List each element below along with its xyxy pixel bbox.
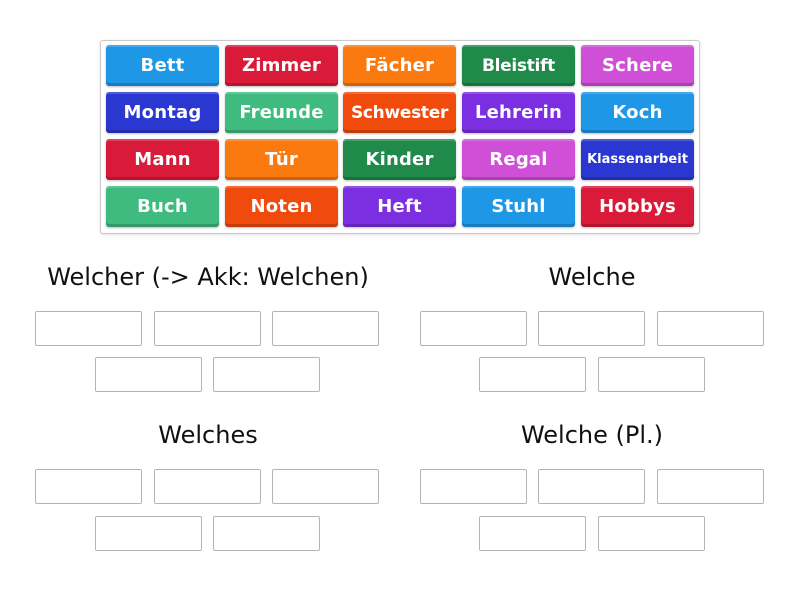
drop-slot[interactable] — [479, 516, 586, 551]
word-tile[interactable]: Hobbys — [581, 186, 694, 227]
drop-slot[interactable] — [420, 311, 527, 346]
drop-slot[interactable] — [479, 357, 586, 392]
word-tile[interactable]: Stuhl — [462, 186, 575, 227]
group-title-welcher: Welcher (-> Akk: Welchen) — [47, 263, 369, 291]
drop-slot[interactable] — [35, 469, 142, 504]
drop-slot[interactable] — [657, 311, 764, 346]
drop-slot[interactable] — [95, 357, 202, 392]
drop-slot[interactable] — [538, 311, 645, 346]
word-tile[interactable]: Klassenarbeit — [581, 139, 694, 180]
drop-slot[interactable] — [35, 311, 142, 346]
drop-slot[interactable] — [154, 469, 261, 504]
word-tile[interactable]: Montag — [106, 92, 219, 133]
word-tile[interactable]: Freunde — [225, 92, 338, 133]
drop-slot[interactable] — [657, 469, 764, 504]
drop-slot[interactable] — [213, 357, 320, 392]
word-tile[interactable]: Kinder — [343, 139, 456, 180]
word-tile[interactable]: Bett — [106, 45, 219, 86]
drop-slot[interactable] — [272, 311, 379, 346]
word-tile[interactable]: Regal — [462, 139, 575, 180]
word-tile[interactable]: Buch — [106, 186, 219, 227]
word-tile[interactable]: Bleistift — [462, 45, 575, 86]
group-title-welche: Welche — [548, 263, 636, 291]
group-title-welches: Welches — [158, 421, 258, 449]
word-tile[interactable]: Tür — [225, 139, 338, 180]
drop-slot[interactable] — [95, 516, 202, 551]
drop-slot[interactable] — [598, 357, 705, 392]
word-tile[interactable]: Mann — [106, 139, 219, 180]
drop-slot[interactable] — [538, 469, 645, 504]
drop-slot[interactable] — [420, 469, 527, 504]
drop-slot[interactable] — [213, 516, 320, 551]
word-tile[interactable]: Noten — [225, 186, 338, 227]
word-tile[interactable]: Koch — [581, 92, 694, 133]
drop-slot[interactable] — [598, 516, 705, 551]
word-tile[interactable]: Schwester — [343, 92, 456, 133]
word-tile[interactable]: Lehrerin — [462, 92, 575, 133]
group-title-welche-plural: Welche (Pl.) — [520, 421, 664, 449]
word-tile[interactable]: Heft — [343, 186, 456, 227]
word-tile[interactable]: Schere — [581, 45, 694, 86]
word-tile[interactable]: Zimmer — [225, 45, 338, 86]
word-tile[interactable]: Fächer — [343, 45, 456, 86]
drop-slot[interactable] — [272, 469, 379, 504]
drop-slot[interactable] — [154, 311, 261, 346]
